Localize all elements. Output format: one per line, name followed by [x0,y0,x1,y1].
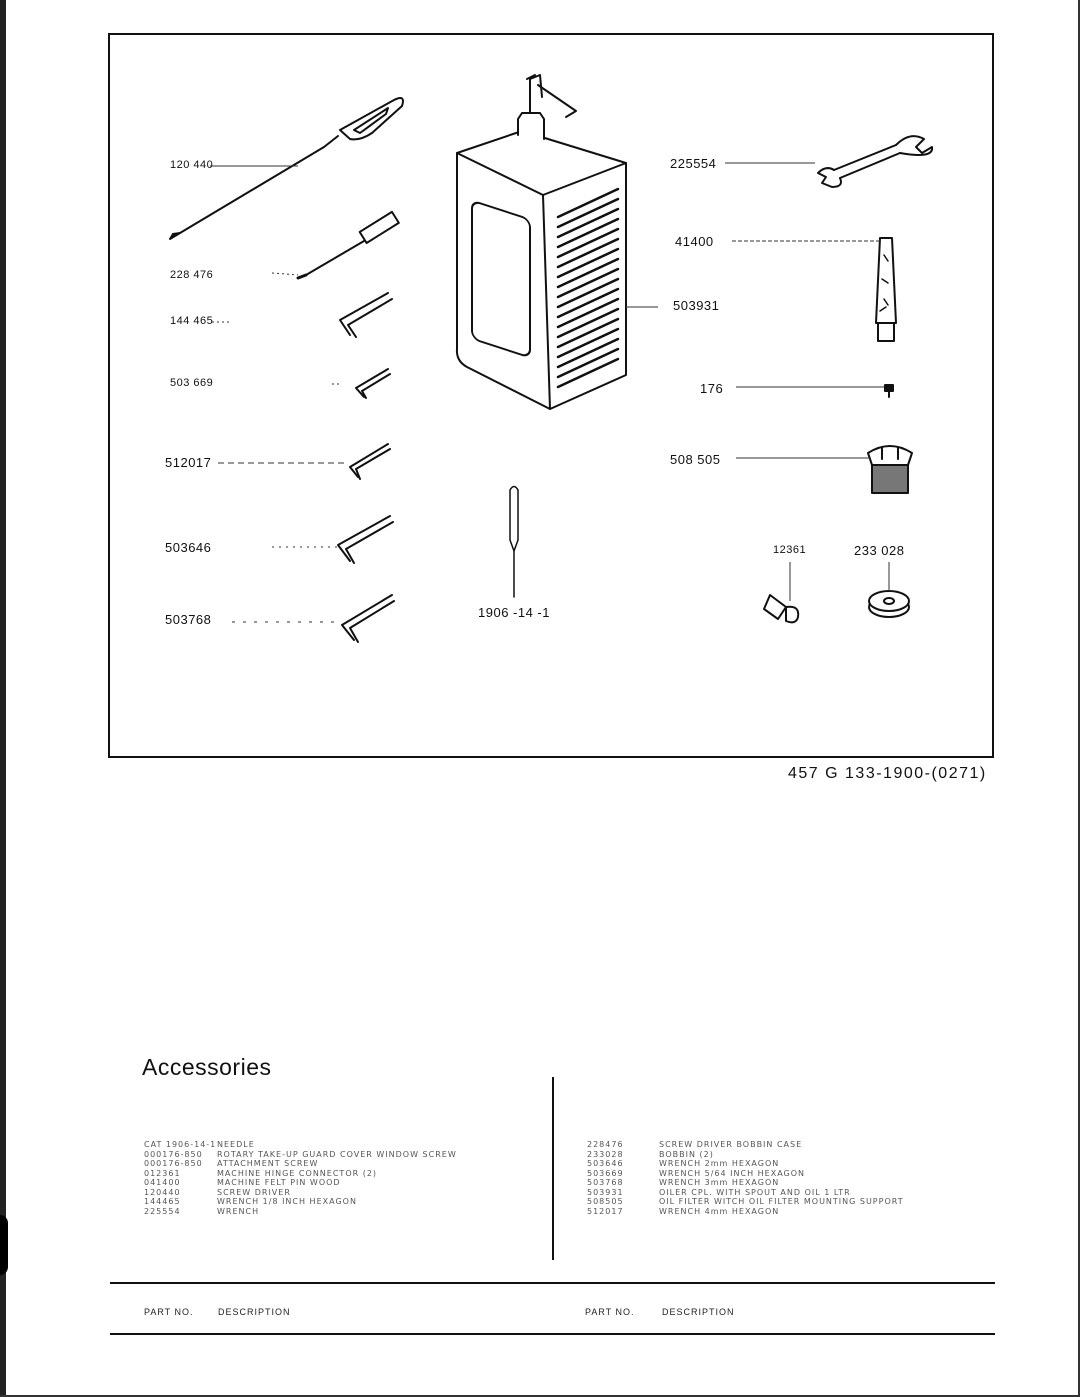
callout-225554: 225554 [670,156,717,171]
part-no: 012361 [144,1168,181,1178]
table-row: 225554 WRENCH [144,1207,457,1217]
callout-41400: 41400 [675,234,714,249]
part-description: WRENCH 3mm HEXAGON [659,1178,780,1187]
footer-description-left: DESCRIPTION [218,1307,291,1317]
part-no: 000176-850 [144,1149,203,1159]
part-description: OIL FILTER WITCH OIL FILTER MOUNTING SUP… [659,1197,904,1206]
table-row: 508505 OIL FILTER WITCH OIL FILTER MOUNTI… [587,1197,904,1207]
table-row: 144465 WRENCH 1/8 INCH HEXAGON [144,1197,457,1207]
accessories-illustration: 120 440 228 476 144 465 503 669 512017 5… [108,33,994,758]
table-row: 120440 SCREW DRIVER [144,1188,457,1198]
scan-right-edge [1078,0,1080,1397]
part-description: ROTARY TAKE-UP GUARD COVER WINDOW SCREW [217,1149,457,1159]
table-row: 041400 MACHINE FELT PIN WOOD [144,1178,457,1188]
long-screwdriver-icon [169,97,404,240]
part-description: MACHINE HINGE CONNECTOR (2) [217,1168,378,1178]
part-no: 144465 [144,1197,181,1206]
table-row: 503768 WRENCH 3mm HEXAGON [587,1178,904,1188]
callout-176: 176 [700,381,724,396]
figure-code: 457 G 133-1900-(0271) [788,765,987,782]
part-no: 508505 [587,1197,624,1206]
punch-hole-shadow [0,1215,8,1275]
hex-wrench-503646-icon [337,515,394,564]
hex-wrench-144465-icon [339,292,393,338]
hex-wrench-503768-icon [341,594,395,643]
callout-12361: 12361 [773,544,807,556]
part-no: 041400 [144,1178,181,1187]
short-screwdriver-icon [296,210,400,280]
footer-part-no-left: PART NO. [144,1307,194,1317]
table-row: 000176-850 ATTACHMENT SCREW [144,1159,457,1169]
callout-503646: 503646 [165,540,212,555]
callout-1906-14-1: 1906 -14 -1 [478,605,550,620]
part-no: 228476 [587,1140,624,1149]
part-description: MACHINE FELT PIN WOOD [217,1178,341,1187]
part-description: OILER CPL. WITH SPOUT AND OIL 1 LTR [659,1187,851,1197]
footer-rule-bottom [110,1333,995,1335]
callout-503931: 503931 [673,298,720,313]
part-no: 120440 [144,1187,181,1197]
part-description: SCREW DRIVER BOBBIN CASE [659,1140,803,1149]
part-description: BOBBIN (2) [659,1149,714,1159]
table-row: 233028 BOBBIN (2) [587,1150,904,1160]
part-no: 503669 [587,1168,624,1178]
part-description: WRENCH [217,1206,260,1216]
table-row: 503646 WRENCH 2mm HEXAGON [587,1159,904,1169]
part-no: 503646 [587,1159,624,1168]
hinge-connector-icon [763,594,800,624]
footer-description-right: DESCRIPTION [662,1307,735,1317]
open-end-wrench-icon [817,135,934,188]
hex-wrench-503669-icon [355,368,391,399]
scan-left-edge [0,0,6,1397]
part-no: 233028 [587,1149,624,1159]
callout-508505: 508 505 [670,452,721,467]
part-description: WRENCH 2mm HEXAGON [659,1159,780,1168]
bobbin-icon [868,590,910,618]
table-row: 000176-850 ROTARY TAKE-UP GUARD COVER WIN… [144,1150,457,1160]
part-no: 503768 [587,1178,624,1187]
felt-pin-icon [875,237,897,342]
column-divider [552,1077,554,1260]
callout-512017: 512017 [165,455,212,470]
part-no: 503931 [587,1187,624,1197]
part-description: WRENCH 5/64 INCH HEXAGON [659,1168,806,1178]
scan-bottom-edge [0,1395,1080,1397]
parts-list-right: 228476 SCREW DRIVER BOBBIN CASE 233028 BOB… [587,1140,904,1216]
callout-228476: 228 476 [170,269,214,281]
part-description: SCREW DRIVER [217,1187,291,1197]
oiler-ribs [556,187,620,389]
part-description: WRENCH 4mm HEXAGON [659,1206,780,1216]
oiler-bottle-icon [455,74,627,410]
accessories-drawing [169,74,934,643]
part-description: WRENCH 1/8 INCH HEXAGON [217,1197,357,1206]
callout-120440: 120 440 [170,159,214,171]
part-no: 000176-850 [144,1159,203,1168]
part-description: NEEDLE [217,1140,255,1149]
part-description: ATTACHMENT SCREW [217,1159,319,1168]
callout-144465: 144 465 [170,315,214,327]
section-title: Accessories [142,1054,272,1080]
part-no: CAT 1906-14-1 [144,1140,217,1149]
table-row: 512017 WRENCH 4mm HEXAGON [587,1207,904,1217]
callout-503768: 503768 [165,612,212,627]
needle-icon [509,485,519,598]
leader-228476 [271,272,299,276]
oil-filter-icon [867,445,913,494]
callout-503669: 503 669 [170,377,214,389]
table-row: 503931 OILER CPL. WITH SPOUT AND OIL 1 LT… [587,1188,904,1198]
callout-233028: 233 028 [854,543,905,558]
part-no: 512017 [587,1206,624,1216]
table-row: 503669 WRENCH 5/64 INCH HEXAGON [587,1169,904,1179]
footer-rule-top [110,1282,995,1284]
table-row: 228476 SCREW DRIVER BOBBIN CASE [587,1140,904,1150]
table-row: 012361 MACHINE HINGE CONNECTOR (2) [144,1169,457,1179]
part-no: 225554 [144,1206,181,1216]
footer-part-no-right: PART NO. [585,1307,635,1317]
small-screw-icon [884,384,894,398]
hex-wrench-512017-icon [349,443,391,480]
